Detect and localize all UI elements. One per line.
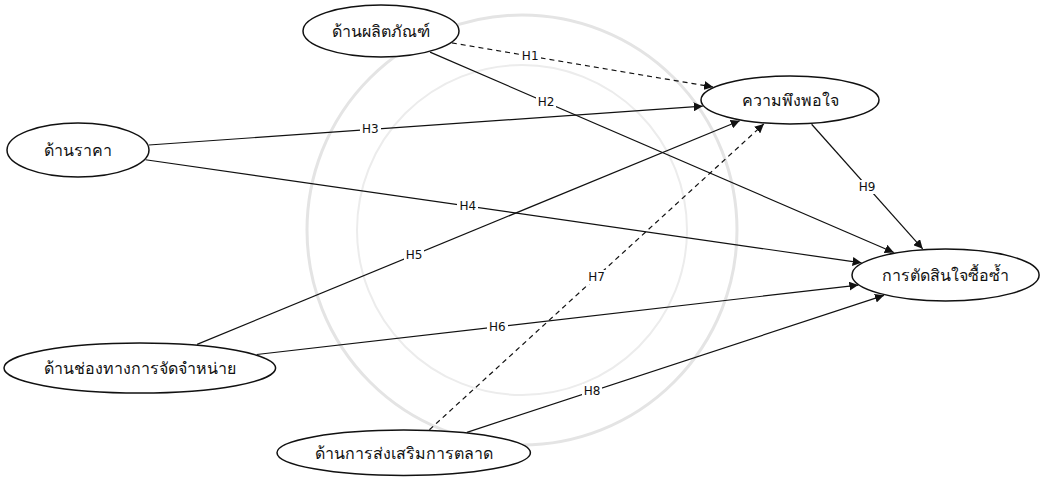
ellipse-shape <box>7 123 149 177</box>
hypothesis-arrow <box>149 106 703 145</box>
construct-ellipse: ด้านการส่งเสริมการตลาด <box>276 429 531 477</box>
hypothesis-arrow <box>452 43 713 87</box>
hypothesis-label: H4 <box>457 199 478 213</box>
hypothesis-label: H8 <box>582 384 603 398</box>
construct-ellipse: ด้านราคา <box>6 122 150 178</box>
hypothesis-label: H6 <box>487 320 508 334</box>
ellipse-shape <box>303 5 459 57</box>
hypothesis-label: H3 <box>360 122 381 136</box>
hypothesis-arrow <box>197 121 740 345</box>
hypothesis-label: H2 <box>536 95 557 109</box>
hypothesis-arrow <box>429 124 763 430</box>
construct-label: ด้านราคา <box>44 138 112 163</box>
hypothesis-arrow <box>146 160 862 263</box>
construct-ellipse: ความพึงพอใจ <box>700 75 880 125</box>
ellipse-shape <box>277 430 530 476</box>
hypothesis-arrow <box>812 124 923 249</box>
construct-label: การตัดสินใจซื้อซ้ำ <box>882 263 1009 288</box>
hypothesis-label: H7 <box>586 270 607 284</box>
hypothesis-arrow <box>257 285 859 354</box>
construct-label: ด้านการส่งเสริมการตลาด <box>315 441 493 466</box>
construct-label: ด้านช่องทางการจัดจำหน่าย <box>44 356 236 381</box>
construct-label: ด้านผลิตภัณฑ์ <box>332 19 430 44</box>
ellipse-shape <box>852 249 1039 301</box>
seal-ring <box>307 15 737 445</box>
construct-ellipse: ด้านผลิตภัณฑ์ <box>302 4 460 58</box>
hypothesis-label: H5 <box>404 248 425 262</box>
construct-label: ความพึงพอใจ <box>742 88 839 113</box>
ellipse-shape <box>4 343 276 393</box>
construct-ellipse: ด้านช่องทางการจัดจำหน่าย <box>3 342 277 394</box>
hypothesis-label: H9 <box>857 180 878 194</box>
hypothesis-label: H1 <box>520 49 541 63</box>
hypothesis-arrow <box>467 295 884 432</box>
ellipse-shape <box>701 76 879 124</box>
construct-ellipse: การตัดสินใจซื้อซ้ำ <box>851 248 1040 302</box>
